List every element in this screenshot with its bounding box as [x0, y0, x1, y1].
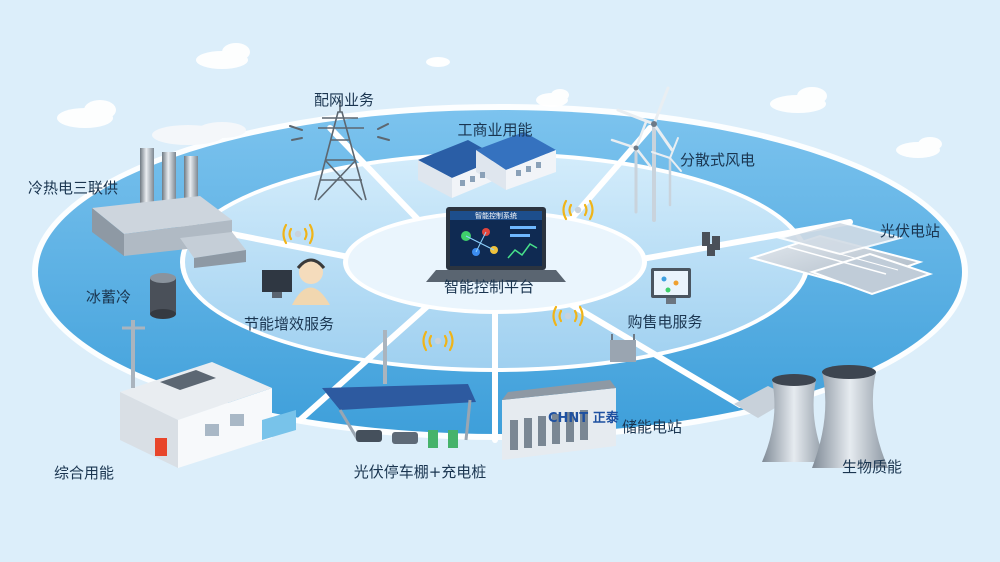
control-screen-title: 智能控制系统	[475, 211, 517, 220]
label-ice-storage: 冰蓄冷	[86, 288, 132, 306]
biomass-cooling-tower-icon	[734, 365, 888, 468]
label-integrated: 综合用能	[54, 464, 115, 482]
label-storage-station: 储能电站	[622, 418, 683, 436]
power-sales-monitor-icon	[651, 268, 691, 304]
label-pv-station: 光伏电站	[880, 222, 941, 240]
label-energy-saving: 节能增效服务	[243, 315, 335, 333]
ice-storage-tank-icon	[150, 273, 176, 319]
label-commercial: 工商业用能	[457, 121, 533, 139]
pv-station-panel-icon	[748, 220, 934, 296]
integrated-energy-house-icon	[120, 320, 296, 468]
brand-logo: CHNT 正泰	[548, 410, 620, 426]
pv-carport-icon	[322, 330, 476, 448]
cloud-icon	[57, 43, 942, 158]
label-control-platform: 智能控制平台	[443, 278, 535, 296]
label-wind: 分散式风电	[680, 151, 756, 169]
storage-cylinder-icon	[702, 232, 720, 256]
label-cchp: 冷热电三联供	[28, 179, 119, 197]
label-power-sales: 购售电服务	[627, 313, 703, 331]
control-platform-laptop-icon	[426, 207, 566, 282]
cchp-factory-icon	[92, 122, 246, 268]
label-biomass: 生物质能	[842, 458, 903, 476]
signal-mark-icon	[289, 123, 390, 141]
label-distribution: 配网业务	[313, 91, 375, 109]
power-transmission-tower-icon	[314, 100, 367, 201]
commercial-building-icon	[418, 132, 556, 198]
service-operator-icon	[262, 258, 330, 305]
label-pv-carport: 光伏停车棚+充电桩	[353, 463, 487, 481]
wireless-signal-icon	[282, 199, 594, 352]
storage-station-building-icon	[502, 334, 636, 460]
wind-turbine-icon	[610, 86, 682, 222]
